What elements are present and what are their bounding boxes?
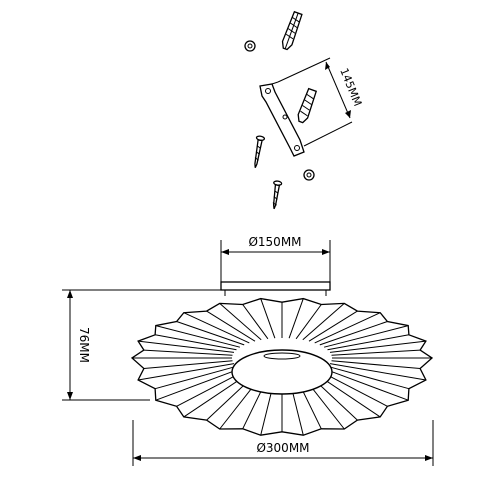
height-dimension: 76MM — [62, 289, 230, 401]
height-label: 76MM — [77, 327, 91, 363]
nut-icon — [244, 40, 256, 52]
wall-plug-icon — [281, 10, 303, 51]
wall-plug-icon — [297, 87, 318, 124]
shade-diameter-dimension: Ø300MM — [132, 420, 434, 466]
shade-diameter-label: Ø300MM — [256, 441, 309, 455]
mount-diameter-label: Ø150MM — [248, 235, 301, 249]
mounting-bracket-icon — [259, 81, 305, 157]
mount-diameter-dimension: Ø150MM — [220, 235, 331, 282]
bracket-dimension: 145MM — [277, 57, 364, 147]
hardware-kit: 145MM — [244, 10, 364, 210]
screw-icon — [254, 135, 266, 169]
pleated-shade-icon — [130, 281, 434, 436]
screw-icon — [272, 180, 283, 210]
bracket-length-label: 145MM — [337, 66, 364, 108]
nut-icon — [303, 169, 315, 181]
